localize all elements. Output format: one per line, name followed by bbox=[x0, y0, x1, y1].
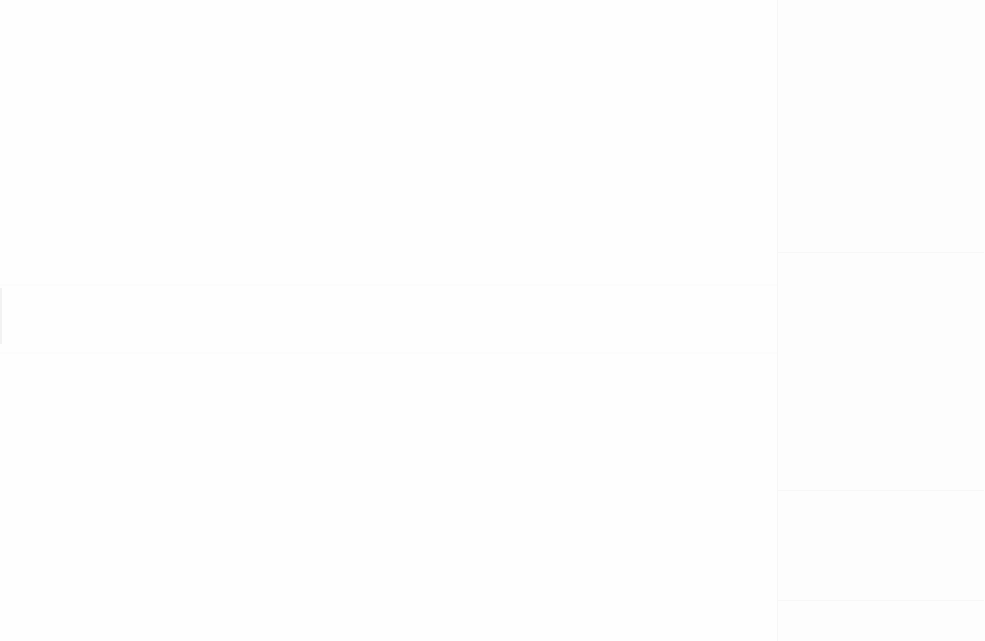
main-content-area bbox=[0, 284, 777, 354]
faint-row-separator bbox=[0, 284, 777, 286]
left-edge-resize-handle[interactable] bbox=[0, 288, 2, 344]
faint-row-separator bbox=[0, 352, 777, 354]
side-panel-divider bbox=[778, 600, 984, 601]
side-panel-divider bbox=[778, 252, 984, 253]
right-side-panel bbox=[777, 0, 985, 641]
side-panel-divider bbox=[778, 490, 984, 491]
